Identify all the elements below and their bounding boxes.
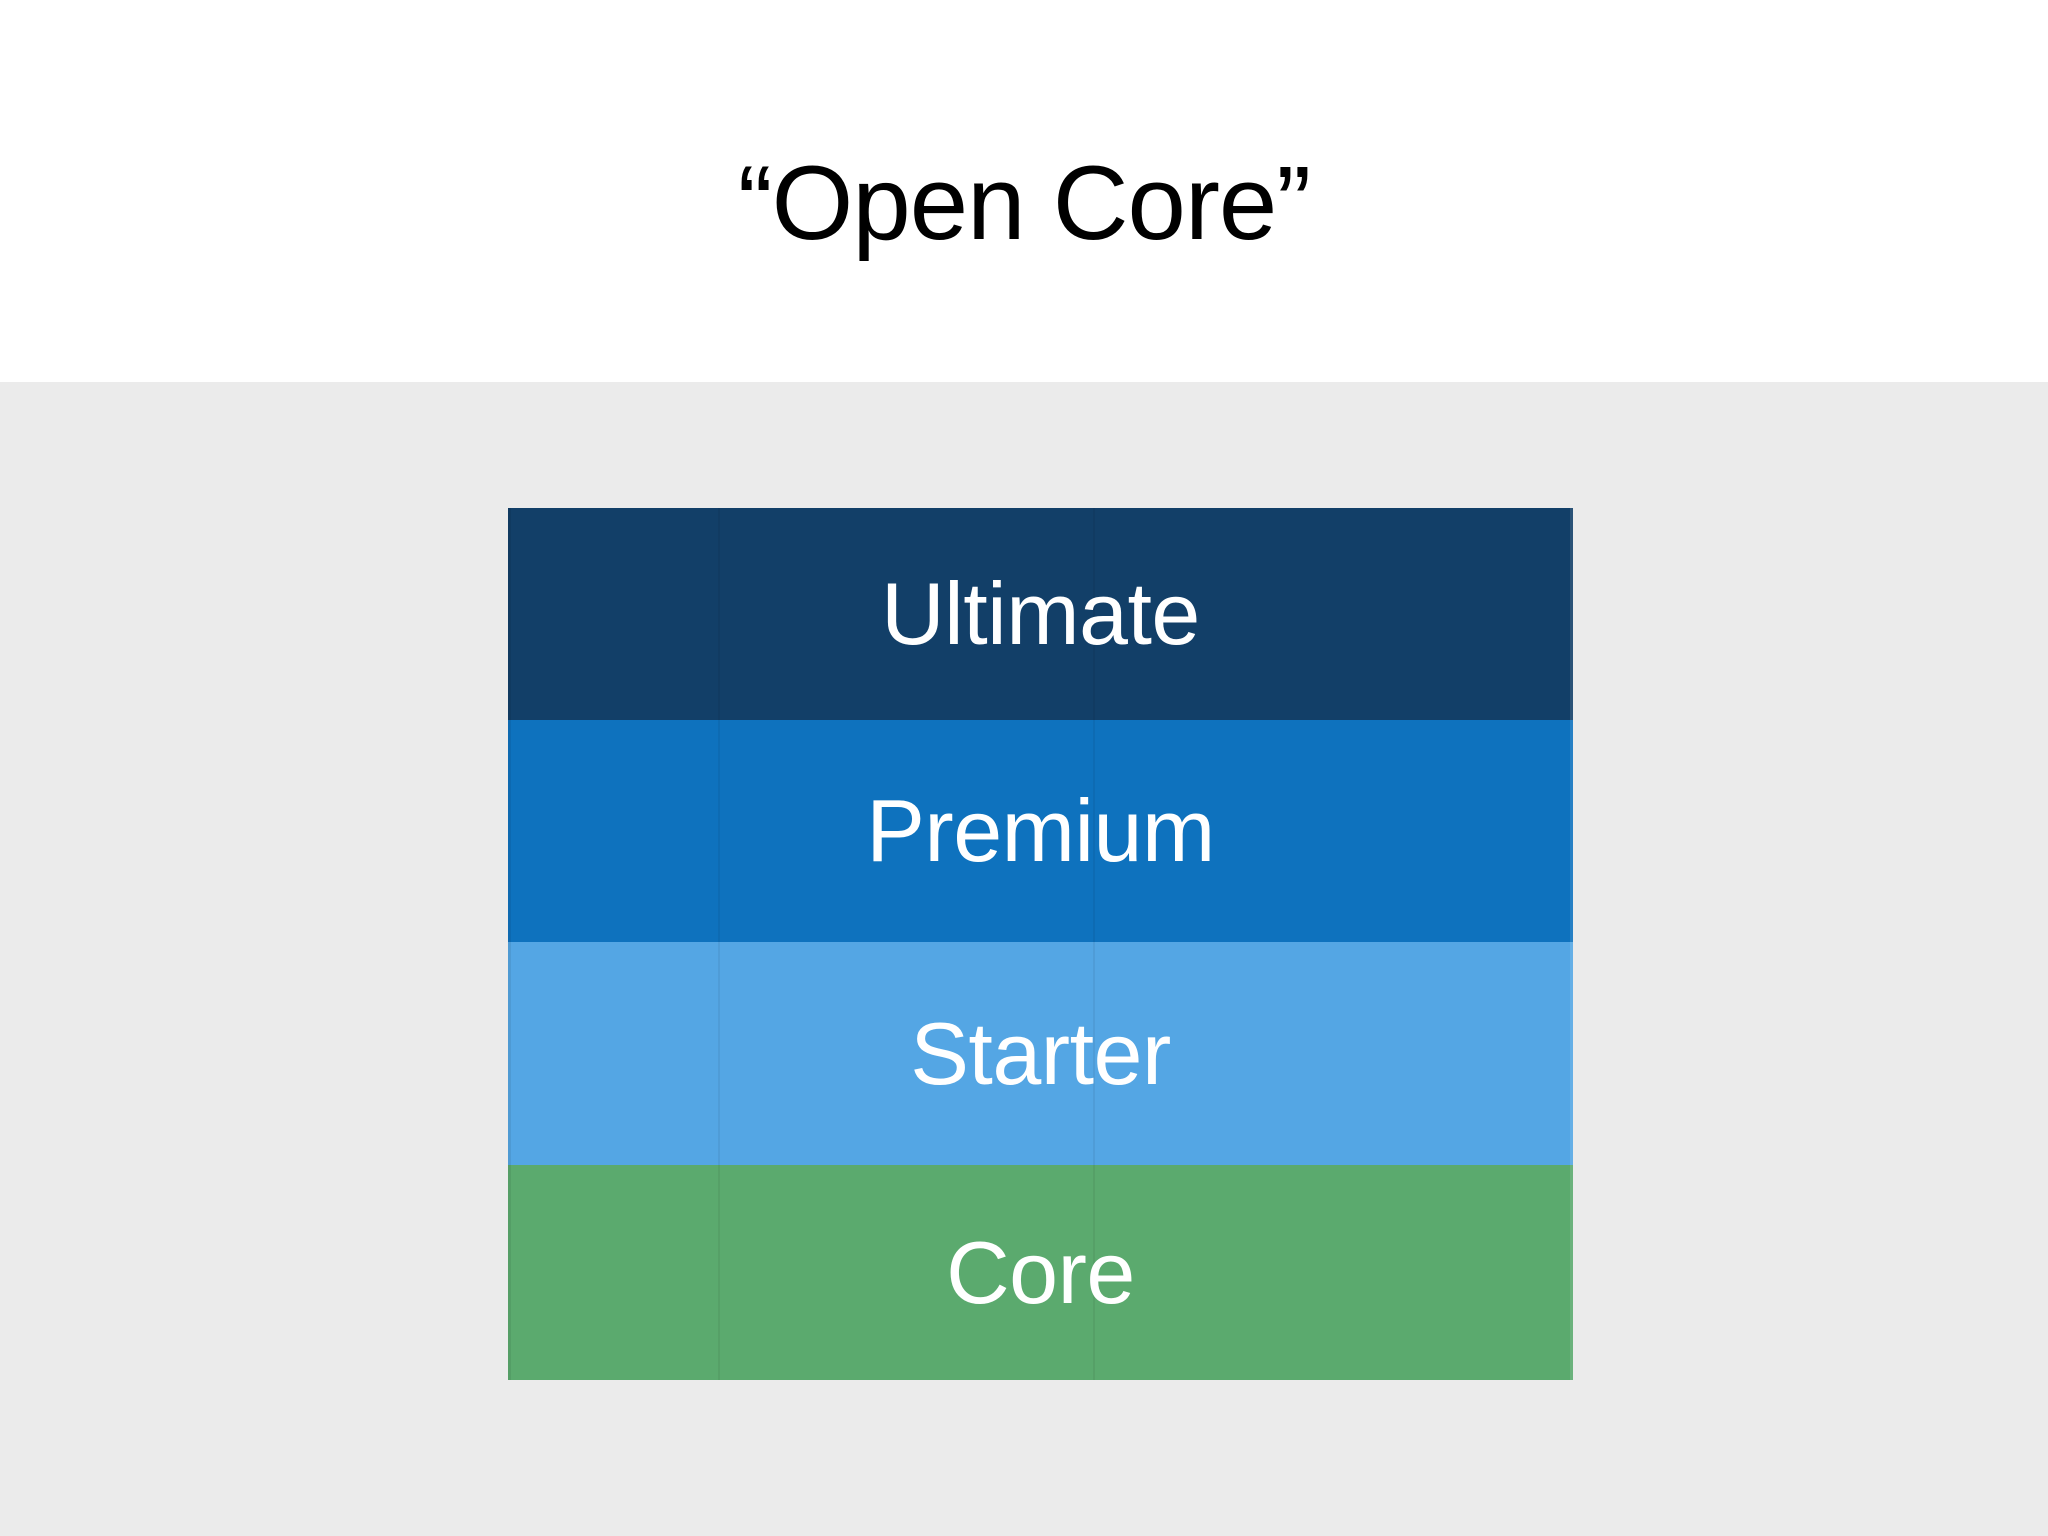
tier-block-premium[interactable]: Premium (508, 720, 1573, 942)
tier-block-ultimate[interactable]: Ultimate (508, 508, 1573, 720)
tier-label-premium: Premium (866, 781, 1215, 880)
content-band: Ultimate Premium Starter Core (0, 382, 2048, 1536)
tier-stack-chart: Ultimate Premium Starter Core (508, 508, 1573, 1380)
page-title: “Open Core” (737, 144, 1312, 262)
tier-label-starter: Starter (910, 1003, 1171, 1103)
tier-label-ultimate: Ultimate (881, 564, 1200, 663)
tier-label-core: Core (946, 1222, 1135, 1322)
chart-edge-left (508, 508, 511, 1380)
tier-block-core[interactable]: Core (508, 1165, 1573, 1380)
tier-block-starter[interactable]: Starter (508, 942, 1573, 1165)
title-band: “Open Core” (0, 0, 2048, 382)
chart-edge-right (1570, 508, 1573, 1380)
